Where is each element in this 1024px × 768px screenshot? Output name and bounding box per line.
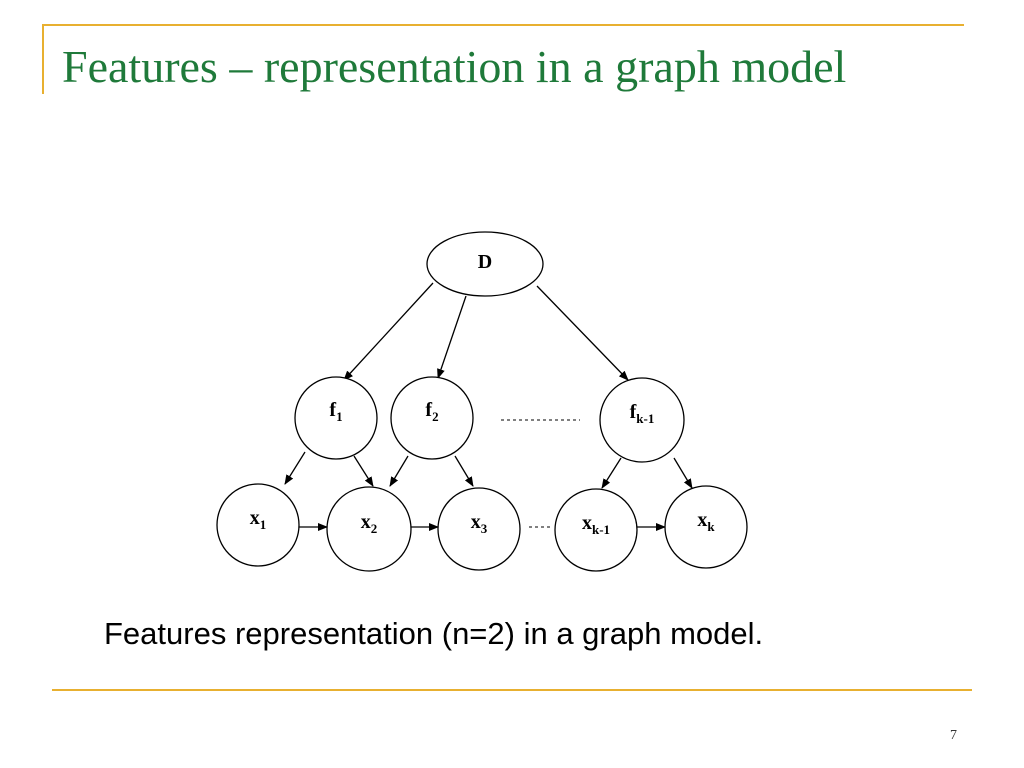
node-f1-label: f <box>329 399 336 421</box>
node-xk-label: x <box>697 509 707 531</box>
node-x3-label: x <box>471 511 481 533</box>
edge-f2-x3 <box>454 455 474 487</box>
node-x3: x3 <box>437 487 521 571</box>
node-x2-subscript: 2 <box>371 521 378 536</box>
node-f2-subscript: 2 <box>432 409 439 424</box>
node-f2: f2 <box>390 376 474 460</box>
node-xk: xk <box>664 485 748 569</box>
svg-text:f1: f1 <box>329 399 342 424</box>
svg-text:xk-1: xk-1 <box>582 512 610 537</box>
edge-d-f1 <box>343 282 434 381</box>
node-x3-subscript: 3 <box>481 521 488 536</box>
svg-text:fk-1: fk-1 <box>630 401 655 426</box>
svg-text:x3: x3 <box>471 511 488 536</box>
node-x1: x1 <box>216 483 300 567</box>
edge-d-fk1 <box>536 285 629 381</box>
bottom-rule <box>52 689 972 691</box>
svg-text:x2: x2 <box>361 511 378 536</box>
svg-text:D: D <box>478 251 492 273</box>
title-top-rule <box>42 24 964 26</box>
node-fk1-subscript: k-1 <box>636 411 654 426</box>
edge-f1-x2 <box>353 455 374 487</box>
slide-title: Features – representation in a graph mod… <box>62 41 847 92</box>
title-left-rule <box>42 24 44 94</box>
node-xk1-label: x <box>582 512 592 534</box>
edge-f2-x2 <box>389 455 409 487</box>
page-number: 7 <box>950 728 957 743</box>
node-d-label: D <box>478 251 492 273</box>
node-d: D <box>426 231 544 297</box>
edge-f1-x1 <box>284 451 306 485</box>
node-f2-label: f <box>425 399 432 421</box>
edge-fk1-xk1 <box>601 457 622 489</box>
node-xk1: xk-1 <box>554 488 638 572</box>
node-x2-label: x <box>361 511 371 533</box>
node-f1-subscript: 1 <box>336 409 343 424</box>
node-xk-subscript: k <box>707 519 715 534</box>
node-xk1-subscript: k-1 <box>592 522 610 537</box>
svg-text:f2: f2 <box>425 399 438 424</box>
node-fk1-label: f <box>630 401 637 423</box>
node-f1: f1 <box>294 376 378 460</box>
edge-fk1-xk <box>673 457 693 489</box>
node-fk1: fk-1 <box>599 377 685 463</box>
node-x1-label: x <box>250 507 260 529</box>
edge-d-f2 <box>437 295 467 379</box>
svg-text:xk: xk <box>697 509 715 534</box>
diagram-caption: Features representation (n=2) in a graph… <box>104 616 764 651</box>
node-x1-subscript: 1 <box>260 517 267 532</box>
node-x2: x2 <box>326 486 412 572</box>
svg-text:x1: x1 <box>250 507 267 532</box>
